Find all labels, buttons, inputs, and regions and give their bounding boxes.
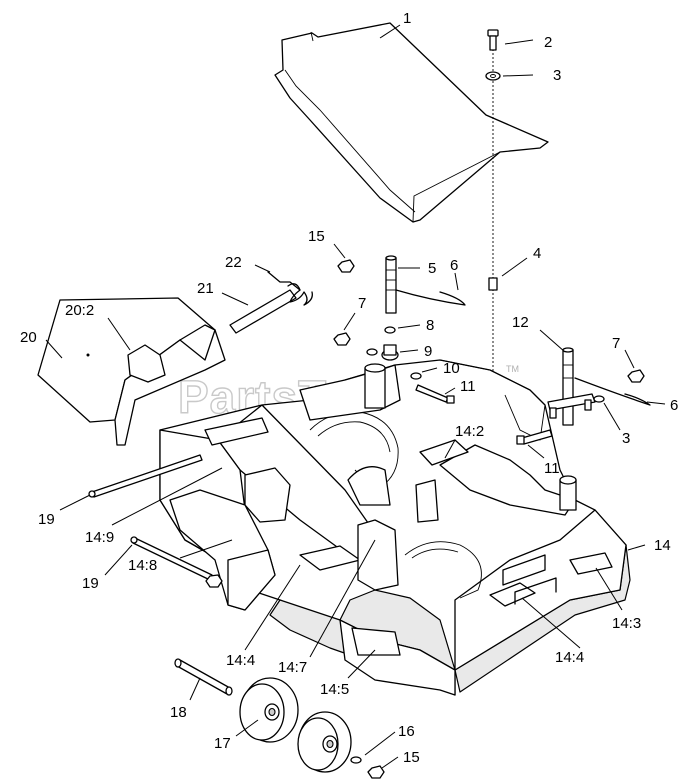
callout-17: 17 bbox=[214, 735, 231, 752]
part-8-washer[interactable] bbox=[384, 326, 396, 334]
part-21-rod[interactable] bbox=[229, 289, 297, 334]
callout-2: 2 bbox=[544, 34, 552, 51]
callout-1: 1 bbox=[403, 10, 411, 27]
part-14-mower-deck[interactable] bbox=[159, 359, 631, 696]
deck-handle-loop[interactable] bbox=[514, 577, 557, 605]
callout-7-right: 7 bbox=[612, 335, 620, 352]
callout-16: 16 bbox=[398, 723, 415, 740]
part-7-nut-lower[interactable] bbox=[627, 369, 645, 383]
part-18-axle[interactable] bbox=[174, 658, 233, 696]
rear-spindle-post[interactable] bbox=[415, 479, 439, 523]
callout-19-lower: 19 bbox=[82, 575, 99, 592]
callout-14-8: 14:8 bbox=[128, 557, 157, 574]
callout-14-3: 14:3 bbox=[612, 615, 641, 632]
callout-22: 22 bbox=[225, 254, 242, 271]
part-17-wheel-right[interactable] bbox=[297, 711, 352, 773]
callout-15-upper: 15 bbox=[308, 228, 325, 245]
callout-labels: 1 2 3 4 5 6 7 8 9 10 11 12 7 6 3 11 14:2… bbox=[20, 10, 678, 766]
watermark-trademark: TM bbox=[506, 364, 519, 374]
callout-3: 3 bbox=[553, 67, 561, 84]
callout-21: 21 bbox=[197, 280, 214, 297]
part-5-height-pin[interactable] bbox=[385, 255, 397, 314]
part-14-9-decal[interactable] bbox=[204, 417, 269, 446]
part-20-2-latch[interactable] bbox=[127, 344, 166, 383]
deck-handle-bracket[interactable] bbox=[502, 554, 546, 586]
part-14-5-decal[interactable] bbox=[351, 627, 401, 656]
part-10-washer-b[interactable] bbox=[410, 372, 422, 380]
part-19-rod-upper[interactable] bbox=[88, 454, 203, 498]
callout-19-upper: 19 bbox=[38, 511, 55, 528]
part-20-side-shield[interactable] bbox=[37, 297, 226, 446]
callout-14: 14 bbox=[654, 537, 671, 554]
part-6-hairpin-upper[interactable] bbox=[395, 289, 466, 306]
part-3-washer[interactable] bbox=[485, 71, 501, 81]
part-4-spacer[interactable] bbox=[488, 277, 498, 291]
callout-15-lower: 15 bbox=[403, 749, 420, 766]
callout-4: 4 bbox=[533, 245, 541, 262]
callout-11: 11 bbox=[460, 378, 476, 395]
callout-20-2: 20:2 bbox=[65, 302, 94, 319]
callout-10: 10 bbox=[443, 360, 460, 377]
part-15-nut-lower[interactable] bbox=[367, 765, 385, 779]
rod-nut[interactable] bbox=[205, 574, 223, 588]
part-1-deck-cover[interactable] bbox=[274, 22, 549, 223]
part-9-pivot-block[interactable] bbox=[381, 344, 399, 361]
callout-14-2: 14:2 bbox=[455, 423, 484, 440]
leader-lines bbox=[45, 24, 666, 769]
washer-hole bbox=[490, 74, 496, 78]
callout-11-right: 11 bbox=[544, 460, 560, 477]
part-14-8-side-plate[interactable] bbox=[227, 549, 276, 611]
front-spindle-bracket[interactable] bbox=[347, 466, 391, 506]
callout-12: 12 bbox=[512, 314, 529, 331]
callout-14-5: 14:5 bbox=[320, 681, 349, 698]
part-10-washer-a[interactable] bbox=[366, 348, 378, 356]
callout-18: 18 bbox=[170, 704, 187, 721]
part-7-nut-upper[interactable] bbox=[333, 332, 351, 346]
callout-6: 6 bbox=[450, 257, 458, 274]
part-14-7-bracket[interactable] bbox=[357, 519, 399, 591]
callout-3-right: 3 bbox=[622, 430, 630, 447]
part-22-spring[interactable] bbox=[267, 271, 313, 306]
part-11-bolt-upper[interactable] bbox=[415, 384, 455, 404]
part-2-bolt[interactable] bbox=[487, 29, 499, 51]
part-11-bolt-lower[interactable] bbox=[516, 429, 553, 445]
part-16-washer[interactable] bbox=[350, 756, 362, 764]
part-3-washer-lower[interactable] bbox=[593, 395, 605, 403]
callout-20: 20 bbox=[20, 329, 37, 346]
part-17-wheel-left[interactable] bbox=[239, 677, 299, 743]
part-15-nut-upper[interactable] bbox=[337, 259, 355, 273]
callout-6-right: 6 bbox=[670, 397, 678, 414]
callout-7: 7 bbox=[358, 295, 366, 312]
callout-14-4-right: 14:4 bbox=[555, 649, 584, 666]
callout-5: 5 bbox=[428, 260, 436, 277]
callout-9: 9 bbox=[424, 343, 432, 360]
part-14-3-decal[interactable] bbox=[569, 552, 613, 575]
callout-8: 8 bbox=[426, 317, 434, 334]
right-rear-post-top bbox=[559, 475, 577, 485]
callout-14-7: 14:7 bbox=[278, 659, 307, 676]
part-6-hairpin-lower[interactable] bbox=[574, 377, 651, 406]
part-12-height-pin-bracket[interactable] bbox=[547, 347, 596, 426]
callout-14-4-left: 14:4 bbox=[226, 652, 255, 669]
part-14-2-decal[interactable] bbox=[419, 439, 469, 466]
callout-14-9: 14:9 bbox=[85, 529, 114, 546]
